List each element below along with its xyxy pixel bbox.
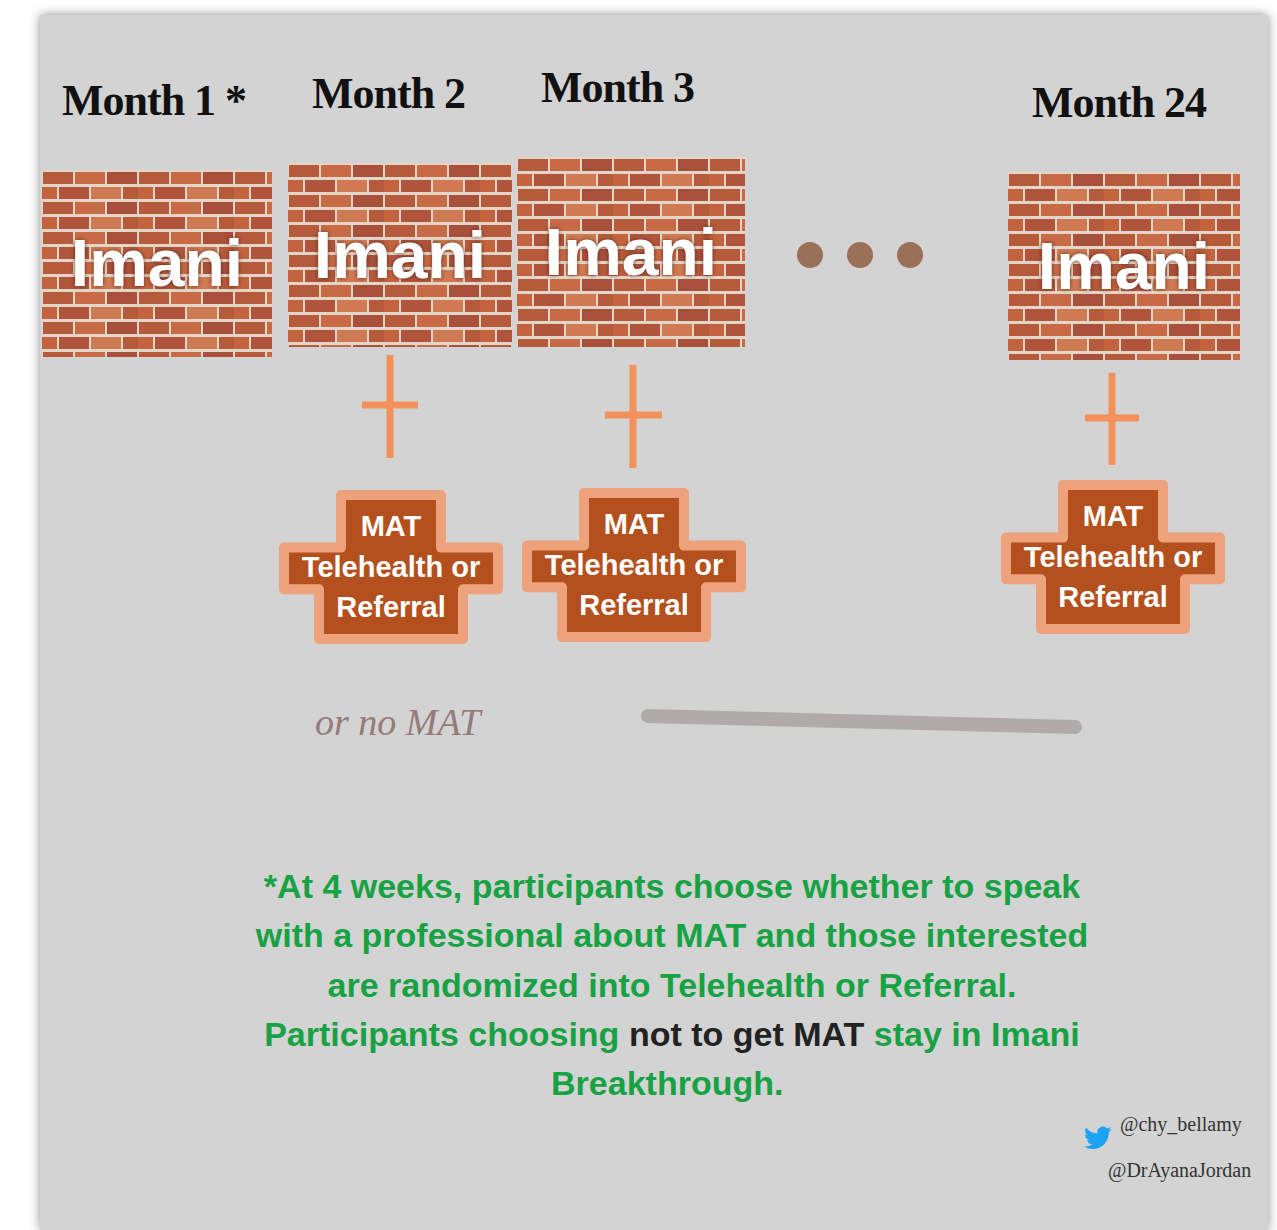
twitter-bird-icon [1084,1127,1112,1149]
plus-sign [362,355,418,458]
continuation-bar [648,716,1075,727]
month-brick-box: Month 24Imani [1008,172,1240,360]
brick-texture [42,170,272,357]
twitter-handle: @chy_bellamy [1120,1112,1242,1136]
program-label: Imani [314,219,486,292]
mat-option-label: MAT Telehealth or Referral [1018,496,1208,618]
mat-option-label: MAT Telehealth or Referral [539,504,729,626]
ellipsis-dots [797,242,923,268]
plus-sign [1085,373,1139,465]
month-heading: Month 3 [541,64,694,112]
program-label: Imani [71,227,243,300]
note-paragraph: *At 4 weeks, participants choose whether… [242,862,1102,1108]
brick-texture [288,163,512,347]
mat-cross-outline [284,495,498,639]
month-brick-box: Month 1 *Imani [42,170,272,357]
program-label: Imani [545,216,717,289]
no-mat-option-label: or no MAT [315,700,480,746]
mat-option-label: MAT Telehealth or Referral [296,506,486,628]
brick-texture [1008,172,1240,360]
month-heading: Month 24 [1032,79,1206,127]
mat-option-box: MAT Telehealth or Referral [1001,480,1225,634]
month-brick-box: Month 3Imani [517,157,745,347]
month-heading: Month 2 [312,70,465,118]
note-emphasis: not to get MAT [629,1015,864,1053]
mat-cross-outline [1006,485,1220,629]
twitter-handle: @DrAyanaJordan [1108,1158,1251,1182]
mat-cross-outline [527,493,741,637]
program-label: Imani [1038,230,1210,303]
mat-option-box: MAT Telehealth or Referral [279,490,503,644]
month-heading: Month 1 * [62,77,246,125]
month-brick-box: Month 2Imani [288,163,512,347]
brick-texture [517,157,745,347]
plus-sign [605,365,662,468]
mat-option-box: MAT Telehealth or Referral [522,488,746,642]
